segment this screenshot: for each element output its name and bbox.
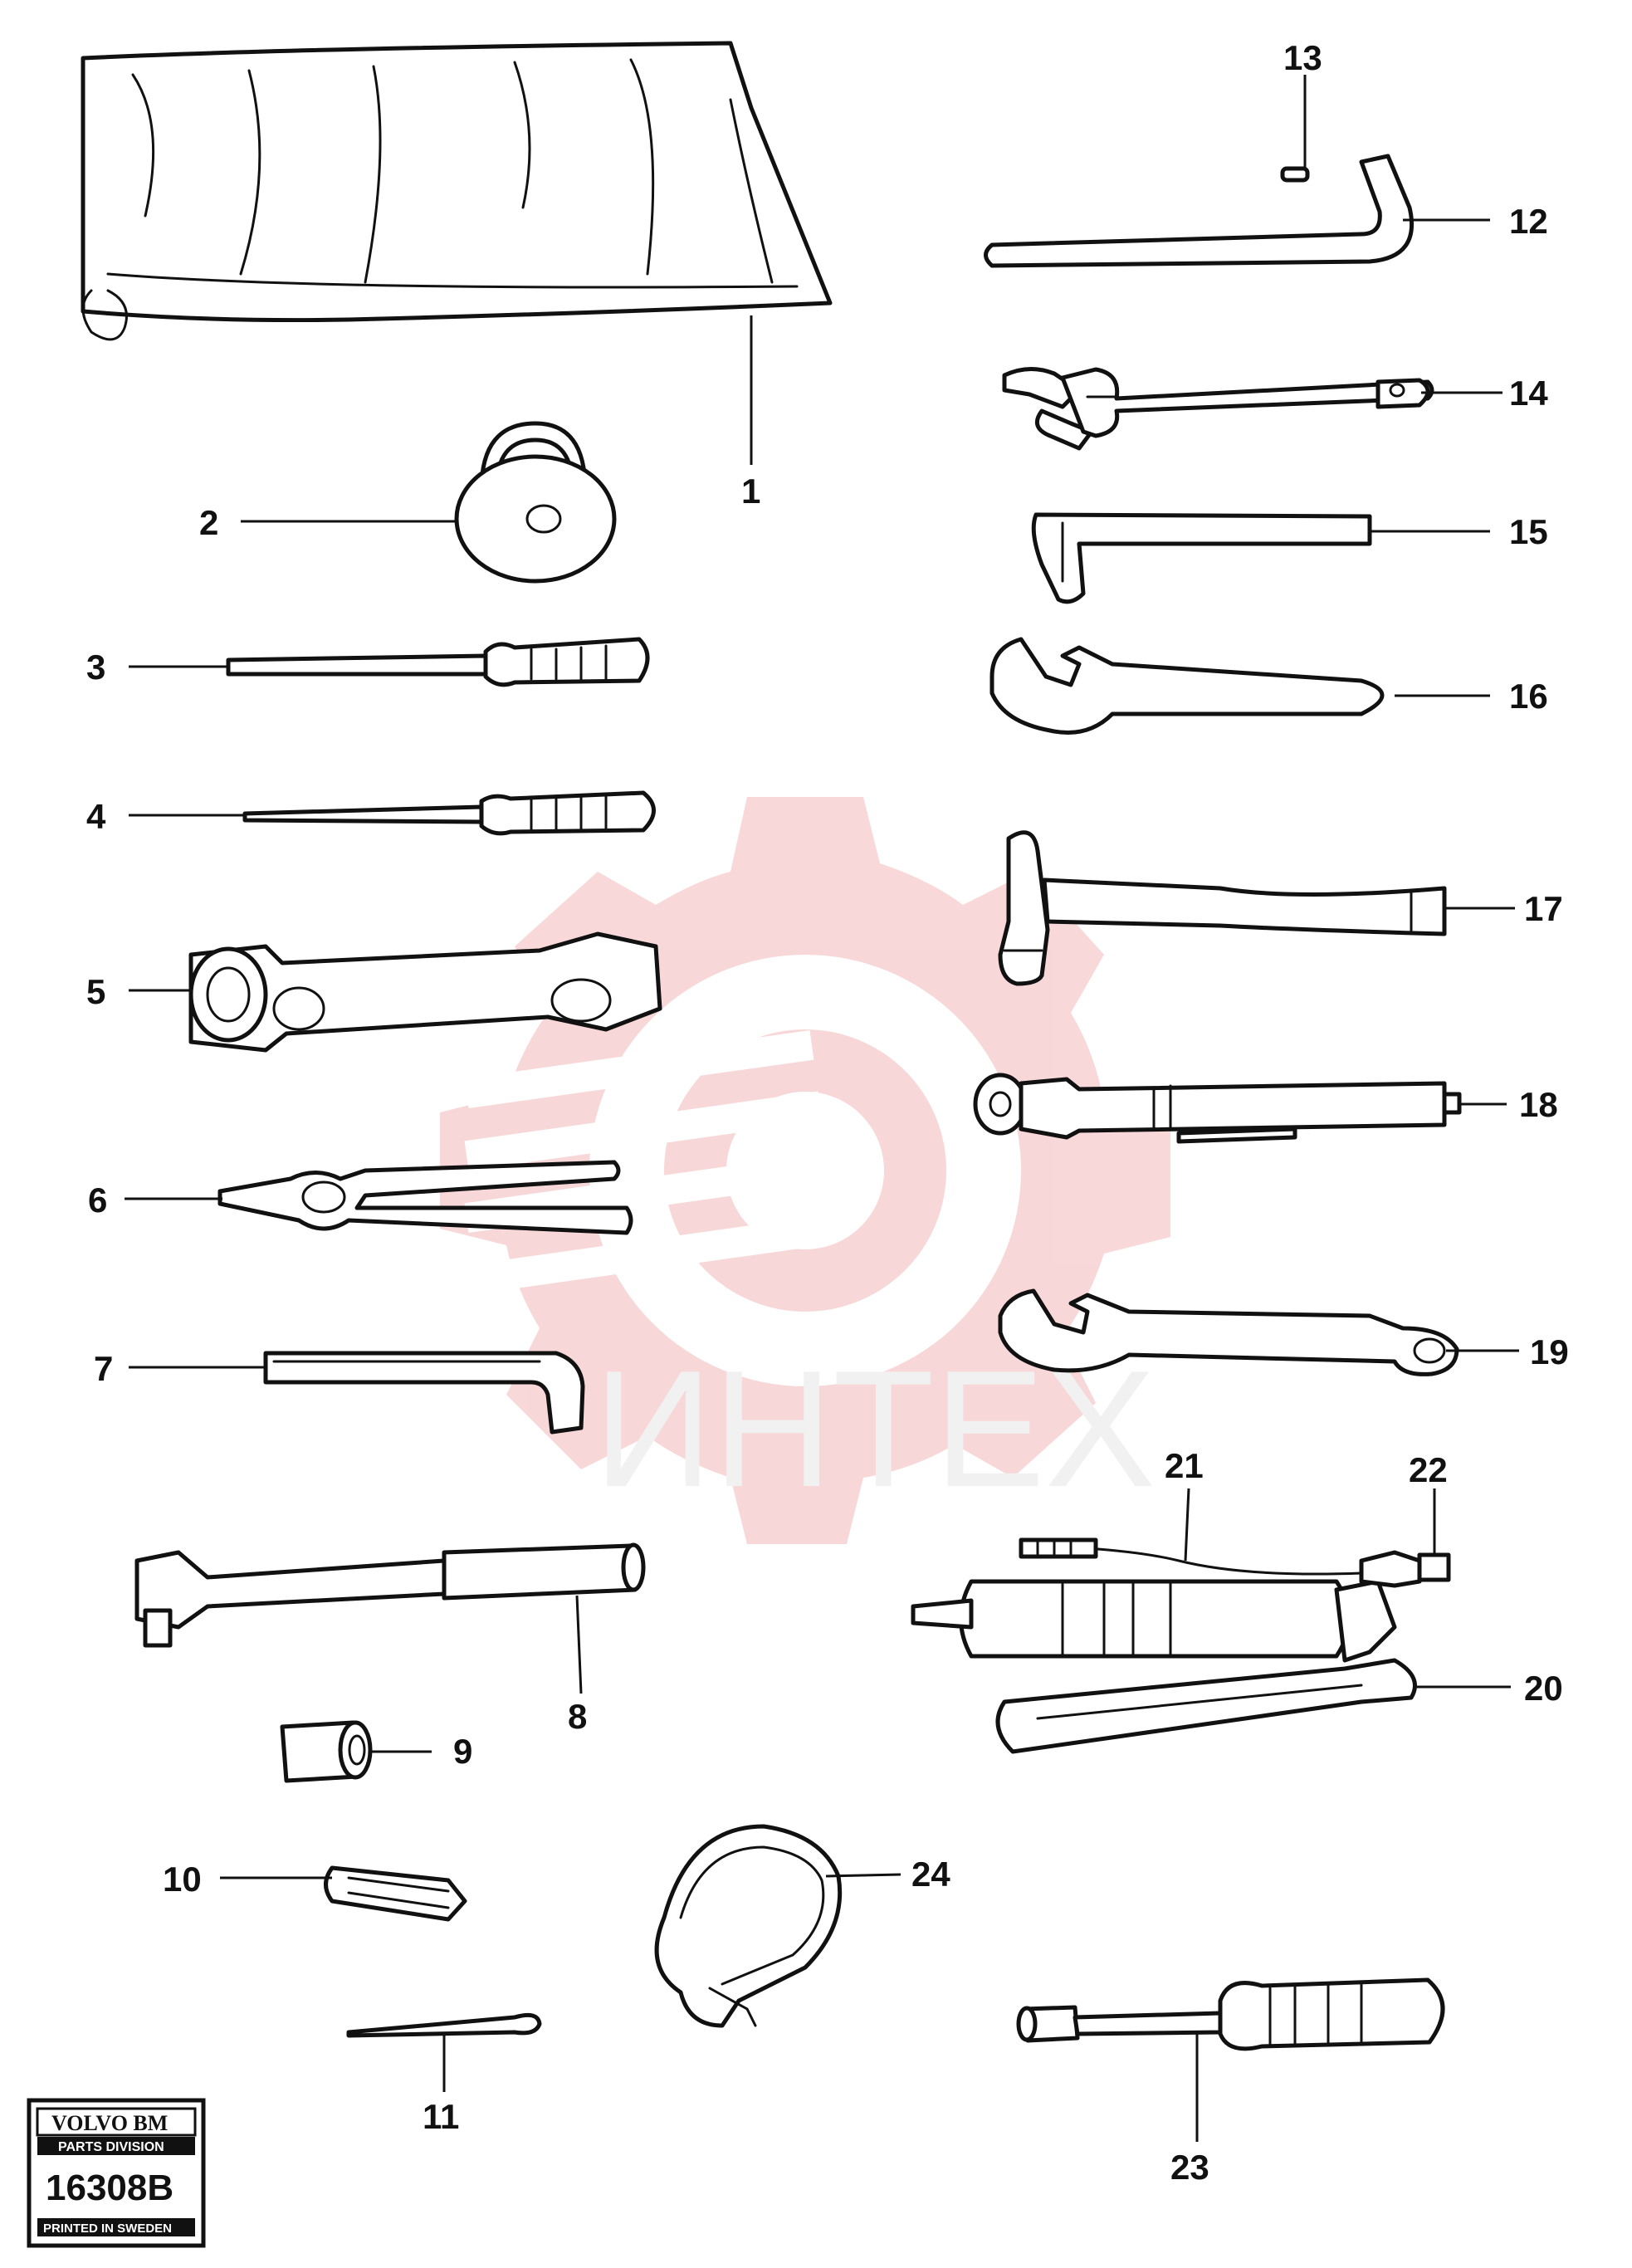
part-13-pin bbox=[1280, 75, 1310, 183]
callout-7: 7 bbox=[94, 1349, 113, 1388]
callout-23: 23 bbox=[1170, 2148, 1209, 2187]
volvo-bm-stamp: VOLVO BM PARTS DIVISION 16308B PRINTED I… bbox=[27, 2098, 206, 2248]
part-7-hex-key bbox=[129, 1351, 585, 1435]
part-18-tyre-gauge bbox=[973, 1073, 1507, 1144]
part-24-strap-clamp bbox=[654, 1824, 902, 2028]
part-15-allen-key bbox=[1031, 512, 1490, 604]
stamp-brand: VOLVO BM bbox=[51, 2111, 168, 2135]
part-20-grease-gun bbox=[911, 1579, 1511, 1754]
part-16-open-end-wrench bbox=[989, 637, 1490, 735]
callout-18: 18 bbox=[1519, 1085, 1558, 1124]
callout-5: 5 bbox=[86, 972, 105, 1011]
part-17-hammer bbox=[998, 830, 1515, 986]
callout-8: 8 bbox=[568, 1697, 587, 1736]
callout-22: 22 bbox=[1409, 1450, 1448, 1489]
stamp-printed: PRINTED IN SWEDEN bbox=[43, 2222, 172, 2236]
callout-6: 6 bbox=[88, 1180, 107, 1220]
part-19-combination-wrench bbox=[998, 1288, 1519, 1376]
callout-2: 2 bbox=[199, 503, 218, 542]
part-11-split-pin bbox=[346, 2012, 542, 2092]
callout-13: 13 bbox=[1283, 38, 1322, 77]
callout-12: 12 bbox=[1509, 202, 1548, 241]
part-8-ratchet-handle bbox=[134, 1542, 646, 1694]
callout-24: 24 bbox=[911, 1855, 950, 1894]
part-5-box-spanner bbox=[129, 931, 662, 1053]
callout-10: 10 bbox=[163, 1860, 202, 1899]
callout-4: 4 bbox=[86, 797, 106, 836]
callout-labels: 1 2 3 4 5 6 7 8 9 10 11 12 13 14 15 16 1… bbox=[86, 38, 1569, 2187]
part-10-drift bbox=[220, 1865, 467, 1922]
part-12-bent-rod bbox=[984, 154, 1490, 268]
callout-9: 9 bbox=[453, 1732, 472, 1771]
callout-1: 1 bbox=[741, 472, 760, 511]
callout-16: 16 bbox=[1509, 677, 1548, 716]
part-3-screwdriver bbox=[129, 637, 650, 687]
part-14-adjustable-wrench bbox=[1002, 367, 1503, 451]
callout-21: 21 bbox=[1165, 1446, 1204, 1485]
part-9-socket bbox=[280, 1720, 432, 1783]
callout-14: 14 bbox=[1509, 374, 1548, 413]
part-2-padlock bbox=[241, 421, 617, 584]
callout-20: 20 bbox=[1524, 1669, 1563, 1708]
callout-19: 19 bbox=[1530, 1332, 1569, 1371]
callout-17: 17 bbox=[1524, 889, 1563, 928]
part-6-pliers bbox=[125, 1160, 633, 1235]
part-22-nozzle bbox=[1359, 1488, 1451, 1588]
part-23-nut-driver bbox=[1016, 1977, 1445, 2142]
stamp-division: PARTS DIVISION bbox=[58, 2140, 164, 2154]
callout-15: 15 bbox=[1509, 512, 1548, 551]
callout-11: 11 bbox=[423, 2097, 459, 2136]
part-4-cross-screwdriver bbox=[129, 790, 656, 836]
watermark-stripes bbox=[464, 955, 1021, 1386]
part-1-tool-bag bbox=[81, 41, 833, 465]
callout-3: 3 bbox=[86, 648, 105, 687]
part-21-grease-hose bbox=[1019, 1488, 1363, 1576]
stamp-number: 16308B bbox=[46, 2168, 173, 2208]
